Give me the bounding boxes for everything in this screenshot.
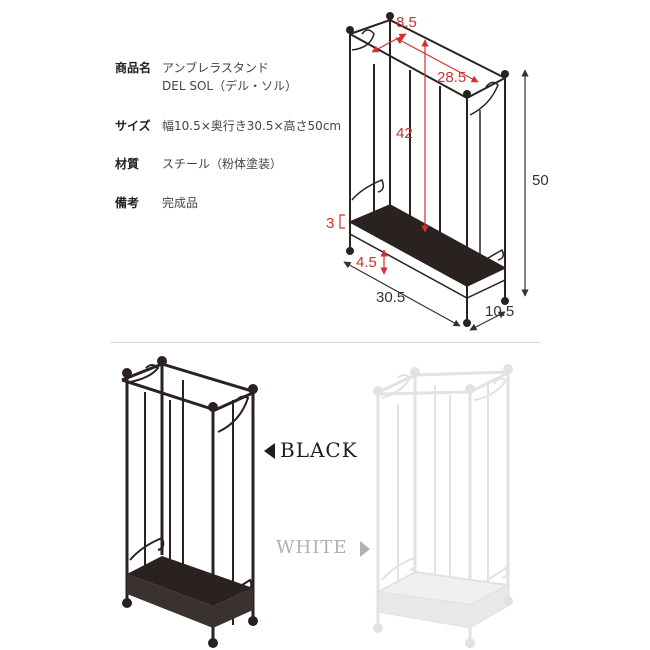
- spec-key: 備考: [115, 196, 140, 210]
- dim-leg-height: 4.5: [356, 254, 377, 271]
- right-triangle-icon: [360, 541, 370, 557]
- dim-top-depth: 8.5: [396, 14, 417, 31]
- spec-key: 材質: [115, 157, 140, 171]
- black-variant-label: BLACK: [280, 438, 358, 462]
- white-variant-label: WHITE: [276, 537, 348, 558]
- spec-value-line2: DEL SOL（デル・ソル）: [162, 79, 298, 93]
- section-divider: [110, 342, 540, 343]
- dim-total-height: 50: [532, 172, 549, 189]
- spec-value: スチール（粉体塗装）: [162, 157, 283, 171]
- dim-bottom-width: 30.5: [376, 289, 405, 306]
- dim-inner-height: 42: [396, 125, 413, 142]
- dim-top-width: 28.5: [437, 69, 466, 86]
- left-triangle-icon: [264, 443, 275, 459]
- spec-value-line1: アンブレラスタンド: [162, 61, 269, 75]
- dim-tray-height: 3: [326, 215, 334, 232]
- spec-value: 完成品: [162, 196, 199, 210]
- spec-key: 商品名: [115, 61, 152, 75]
- dim-bottom-depth: 10.5: [485, 303, 514, 320]
- black-dimension-lines: [343, 69, 529, 331]
- spec-key: サイズ: [115, 119, 151, 133]
- finials: [346, 12, 509, 327]
- spec-value: 幅10.5×奥行き30.5×高さ50cm: [162, 119, 342, 133]
